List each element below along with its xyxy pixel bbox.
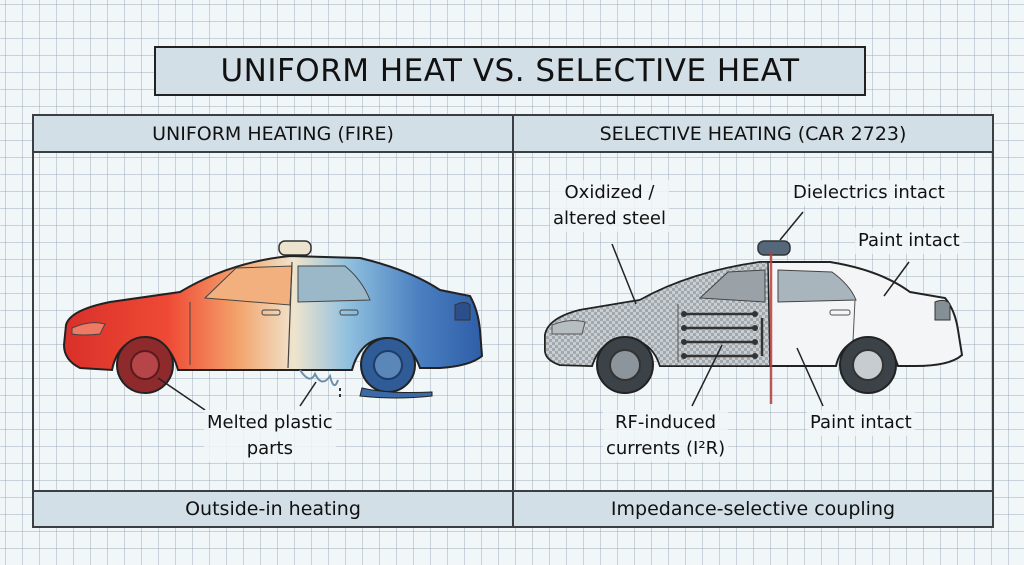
annotation-oxidized-steel: Oxidized / altered steel — [550, 180, 669, 232]
header-selective-heating: SELECTIVE HEATING (CAR 2723) — [599, 122, 907, 145]
annotation-line: Dielectrics intact — [793, 182, 945, 203]
header-uniform-heating: UNIFORM HEATING (FIRE) — [34, 116, 514, 151]
diagram-title: UNIFORM HEAT VS. SELECTIVE HEAT — [154, 46, 866, 96]
annotation-line: Paint intact — [858, 230, 960, 251]
annotation-paint-intact-door: Paint intact — [807, 410, 915, 436]
annotation-line: RF-induced — [615, 412, 717, 433]
car-heat-gradient-icon — [62, 240, 484, 411]
footer-uniform-heating: Outside-in heating — [34, 492, 514, 526]
footer-selective-heating: Impedance-selective coupling — [610, 498, 896, 520]
car-selective-heating-icon — [544, 211, 964, 407]
annotation-line: Melted plastic — [207, 412, 333, 433]
annotation-line: Paint intact — [810, 412, 912, 433]
comparison-table: UNIFORM HEATING (FIRE) SELECTIVE HEATING… — [32, 114, 994, 528]
annotation-melted-plastic: Melted plastic parts — [204, 410, 336, 462]
annotation-line: altered steel — [553, 208, 666, 229]
annotation-rf-currents: RF-induced currents (I²R) — [603, 410, 729, 462]
current-arrows-icon — [684, 312, 764, 358]
annotation-line: Oxidized / — [564, 182, 655, 203]
annotation-line: parts — [246, 438, 293, 459]
annotation-paint-intact-rear: Paint intact — [855, 228, 963, 254]
annotation-line: currents (I²R) — [606, 438, 726, 459]
table-footer-row: Outside-in heating Impedance-selective c… — [34, 490, 992, 526]
table-header-row: UNIFORM HEATING (FIRE) SELECTIVE HEATING… — [34, 116, 992, 153]
column-divider — [512, 151, 514, 492]
annotation-dielectrics-intact: Dielectrics intact — [790, 180, 948, 206]
